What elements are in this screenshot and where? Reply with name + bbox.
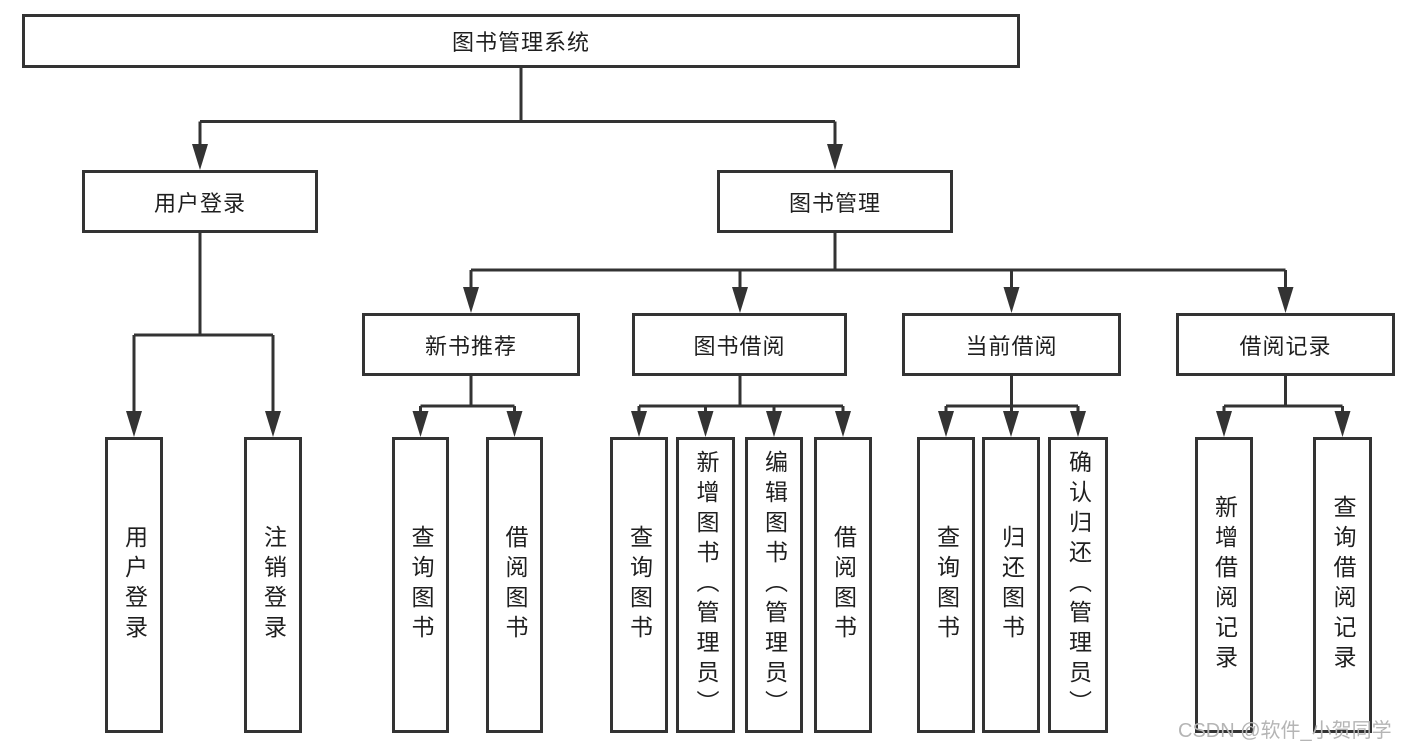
leaf-newbook-query-books: 查询图书 bbox=[392, 437, 449, 733]
node-book-borrow: 图书借阅 bbox=[632, 313, 847, 376]
csdn-watermark: CSDN @软件_小贺同学 bbox=[1178, 720, 1392, 742]
leaf-borrow-books: 借阅图书 bbox=[814, 437, 872, 733]
leaf-newbook-borrow-books: 借阅图书 bbox=[486, 437, 543, 733]
leaf-borrow-query-books: 查询图书 bbox=[610, 437, 668, 733]
leaf-edit-books-admin: 编辑图书（管理员） bbox=[745, 437, 803, 733]
leaf-logout: 注销登录 bbox=[244, 437, 302, 733]
leaf-query-borrow-record: 查询借阅记录 bbox=[1313, 437, 1372, 733]
leaf-add-borrow-record: 新增借阅记录 bbox=[1195, 437, 1253, 733]
node-current-borrow: 当前借阅 bbox=[902, 313, 1121, 376]
node-root: 图书管理系统 bbox=[22, 14, 1020, 68]
leaf-add-books-admin: 新增图书（管理员） bbox=[676, 437, 735, 733]
leaf-confirm-return-admin: 确认归还（管理员） bbox=[1048, 437, 1108, 733]
node-borrow-records: 借阅记录 bbox=[1176, 313, 1395, 376]
leaf-return-books: 归还图书 bbox=[982, 437, 1040, 733]
node-user-login: 用户登录 bbox=[82, 170, 318, 233]
node-book-management: 图书管理 bbox=[717, 170, 953, 233]
leaf-user-login: 用户登录 bbox=[105, 437, 163, 733]
node-new-book-recommend: 新书推荐 bbox=[362, 313, 580, 376]
leaf-current-query-books: 查询图书 bbox=[917, 437, 975, 733]
